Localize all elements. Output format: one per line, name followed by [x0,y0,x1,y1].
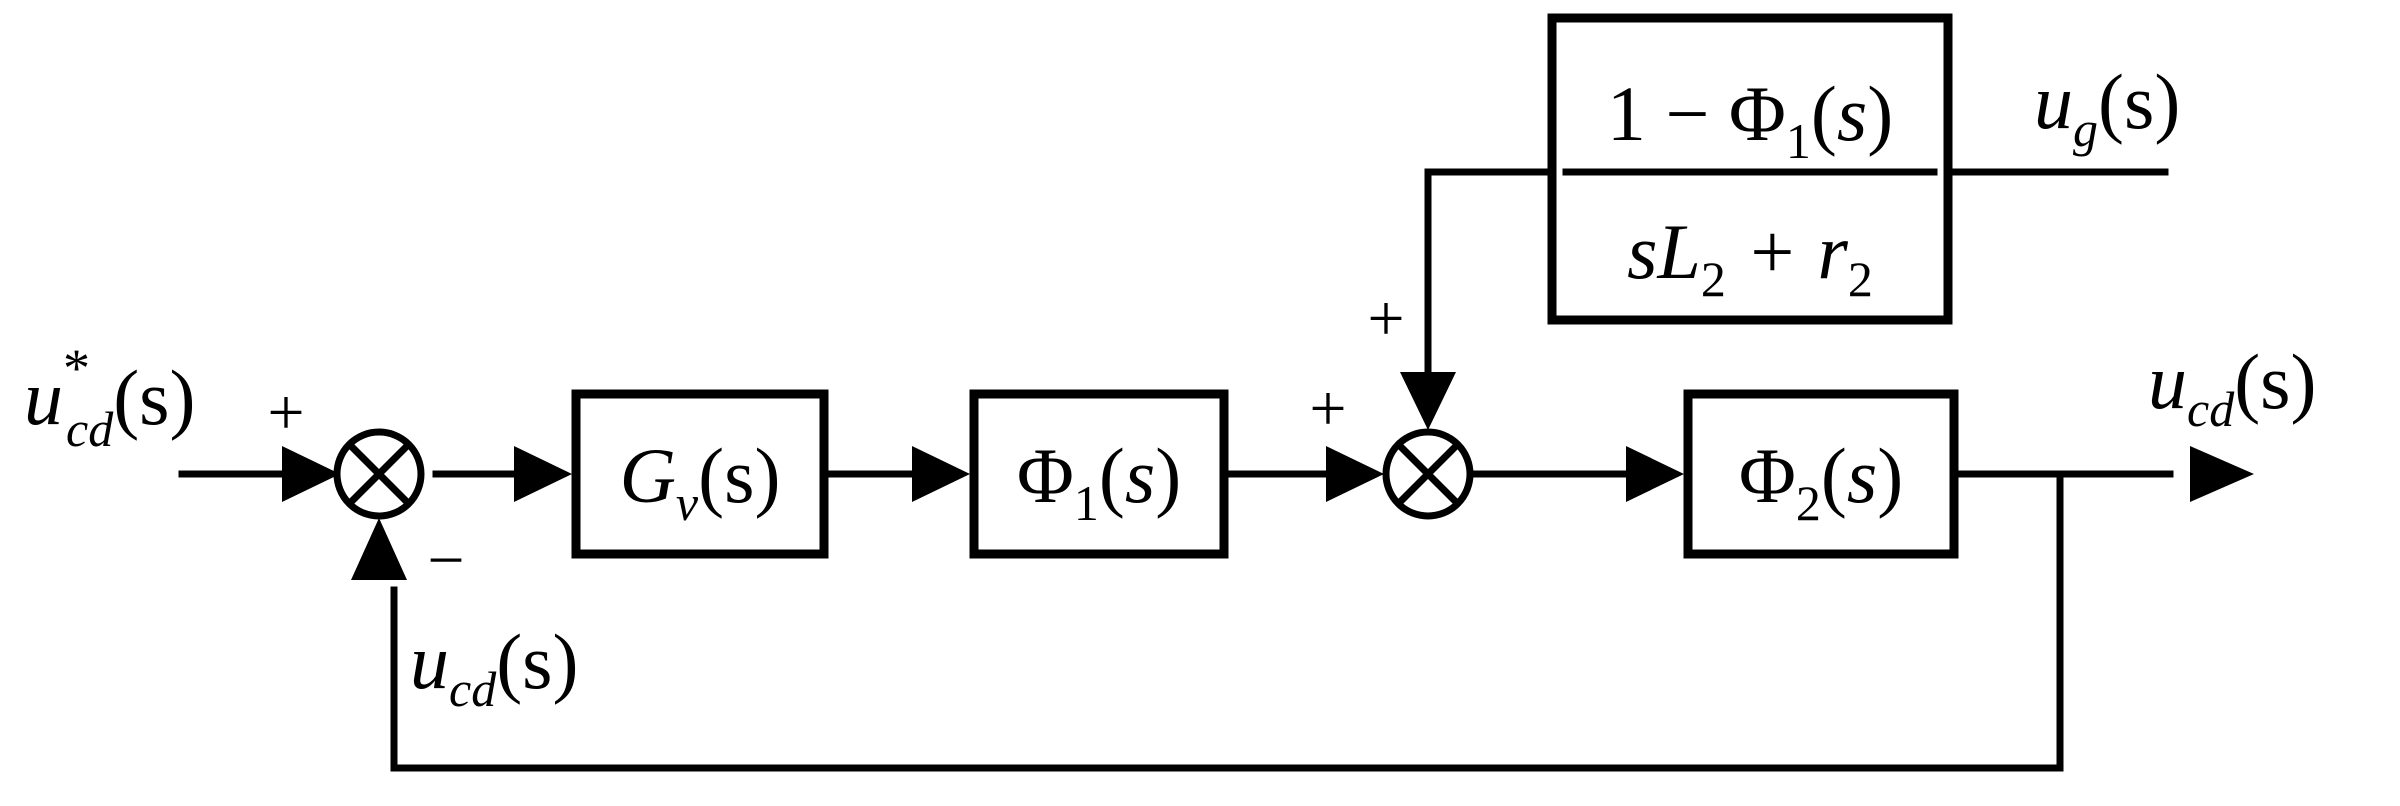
summing-junction-2 [1382,428,1474,520]
feedforward-numerator: 1 − Φ1(s) [1607,70,1893,169]
grid-signal-label: ug(s) [2034,58,2180,157]
arrowhead-feedforward [1400,372,1456,430]
arrowhead-into-phi1 [912,446,970,502]
arrowhead-into-gv [514,446,572,502]
arrowhead-into-sum1 [282,446,340,502]
gv-block [571,389,829,559]
summing-junction-1 [333,428,425,520]
output-signal-label: ucd(s) [2148,338,2317,437]
input-signal-label: u*cd(s) [24,338,196,457]
feedback-wire [390,470,2064,772]
phi2-label: Φ2(s) [1739,432,1903,531]
phi1-block [969,389,1229,559]
arrowhead-feedback [351,518,407,580]
arrowhead-into-sum2 [1326,446,1384,502]
sum2-plus-left-sign: + [1309,372,1346,445]
arrowhead-output [2190,446,2254,502]
gv-label: Gv(s) [620,432,781,531]
feedforward-denominator: sL2 + r2 [1627,208,1873,307]
sum1-minus-sign: − [427,524,464,597]
feedforward-wire [1424,168,1552,388]
arrowhead-into-phi2 [1626,446,1684,502]
phi1-label: Φ1(s) [1017,432,1181,531]
sum2-plus-top-sign: + [1367,282,1404,355]
phi2-block [1683,389,1959,559]
sum1-plus-sign: + [267,376,304,449]
feedback-signal-label: ucd(s) [410,618,579,717]
